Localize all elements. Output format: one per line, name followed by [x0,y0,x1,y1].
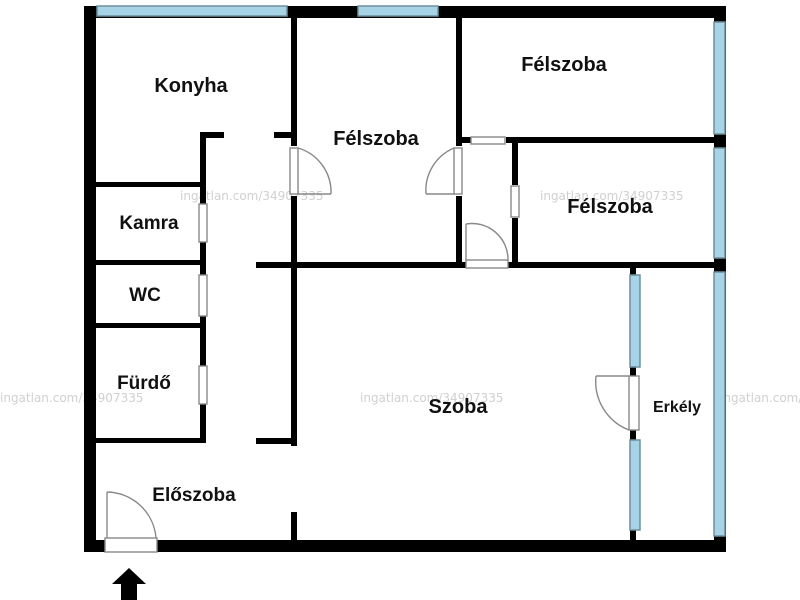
wall-szoba-top-a [296,262,468,268]
door-kamra [198,203,208,243]
wall-hall-right-top [512,137,518,185]
wall-top-right-bottom-a [456,137,474,143]
label-felszoba-center: Félszoba [333,128,419,150]
doors [104,136,640,553]
label-wc: WC [129,285,161,306]
label-erkely: Erkély [653,399,701,416]
wall-konyha-right [291,18,297,146]
windows [96,5,726,537]
wall-felszoba-center-right-top [456,18,462,146]
wall-furdo-bottom [96,438,206,443]
watermark-text: ingatlan.com/34907335 [0,391,143,405]
wall-kamra-bottom [96,260,206,265]
wall-corridor-top-right [274,132,296,138]
label-furdo: Fürdő [117,373,171,394]
door-felszoba-top-right [470,136,506,145]
wall-service-right-a [200,242,206,275]
window-felszoba-center [357,5,439,17]
entrance-arrow-icon [112,568,146,600]
label-konyha: Konyha [154,75,228,97]
watermark-text: ingatlan.com/34907335 [540,189,683,203]
label-felszoba-top-right: Félszoba [521,54,607,76]
window-erkely-inner-bottom [629,439,641,531]
door-hall [465,222,509,269]
door-wc [198,274,208,317]
wall-corridor-stub-lower [256,438,296,444]
wall-konyha-bottom [96,182,200,187]
window-felszoba-top-right [713,21,726,135]
wall-service-right-c [200,404,206,443]
watermark-text: ingatlan.com/34907335 [180,189,323,203]
label-kamra: Kamra [119,213,179,234]
door-felszoba-center-right [425,147,463,195]
window-erkely-outer [713,271,726,537]
wall-service-right-top [200,132,206,204]
label-szoba: Szoba [429,396,489,418]
watermarks: ingatlan.com/34907335 ingatlan.com/34907… [0,189,800,405]
window-felszoba-mid-right [713,147,726,259]
wall-felszoba-center-right-bottom [456,196,462,268]
wall-corridor-top-left [200,132,224,138]
wall-eloszoba-stub [291,512,297,544]
wall-left [84,6,96,552]
wall-wc-bottom [96,323,206,328]
door-furdo [198,365,208,405]
watermark-text: ingatlan.com/34907335 [360,391,503,405]
watermark-text: ingatlan.com/34907335 [720,391,800,405]
wall-top-right-bottom-b [506,137,714,143]
wall-corridor-stub [256,262,296,268]
wall-felszoba-left-mid [291,196,297,446]
window-konyha [96,5,288,17]
wall-service-right-b [200,316,206,366]
room-labels: Konyha Félszoba Félszoba Félszoba Kamra … [117,54,701,506]
label-eloszoba: Előszoba [152,485,236,506]
window-erkely-inner-top [629,274,641,368]
door-entrance [104,491,158,553]
wall-szoba-top-b [508,262,714,268]
wall-hall-right-bottom [512,218,518,268]
door-felszoba-mid-right [510,185,520,218]
door-erkely [595,375,640,431]
wall-bottom [84,540,726,552]
label-felszoba-mid-right: Félszoba [567,196,653,218]
door-felszoba-center [289,147,332,195]
